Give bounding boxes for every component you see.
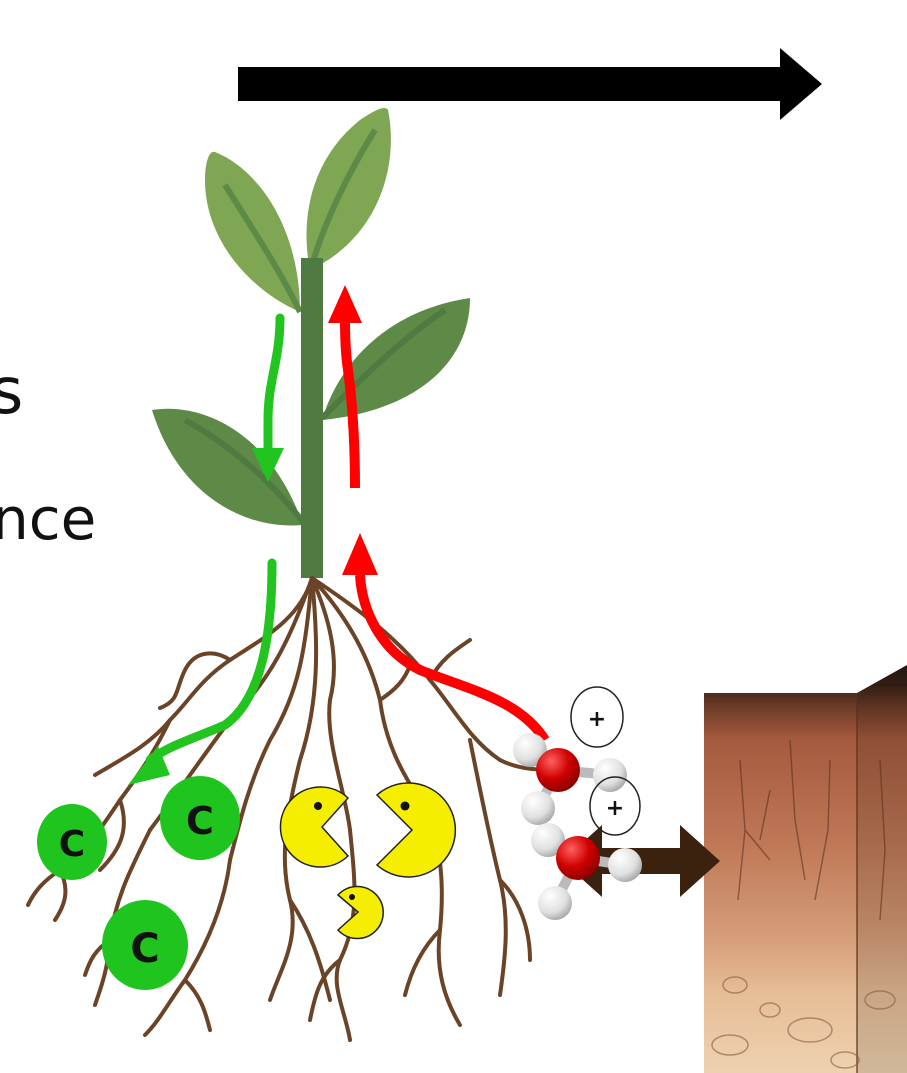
- svg-text:C: C: [130, 926, 159, 972]
- carbon-flow-arrows: [128, 318, 284, 785]
- water-molecule-icon: [513, 733, 642, 920]
- carbon-molecule-icon: C: [160, 776, 240, 860]
- soil-profile-image: [704, 665, 907, 1073]
- svg-text:+: +: [588, 707, 606, 732]
- positive-ion-icon: +: [571, 687, 623, 747]
- carbon-molecule-icon: C: [37, 804, 107, 880]
- svg-text:+: +: [606, 796, 624, 821]
- plant-stem: [301, 258, 323, 578]
- svg-text:C: C: [186, 799, 214, 843]
- svg-text:C: C: [59, 824, 85, 865]
- leaf-lower-left: [152, 409, 303, 526]
- microbe-pacman-icon: [377, 783, 455, 877]
- microbe-pacman-icon: [338, 887, 383, 939]
- plant-icon: [152, 108, 470, 578]
- right-arrow-icon: [238, 48, 822, 120]
- carbon-molecule-icon: C: [102, 900, 188, 990]
